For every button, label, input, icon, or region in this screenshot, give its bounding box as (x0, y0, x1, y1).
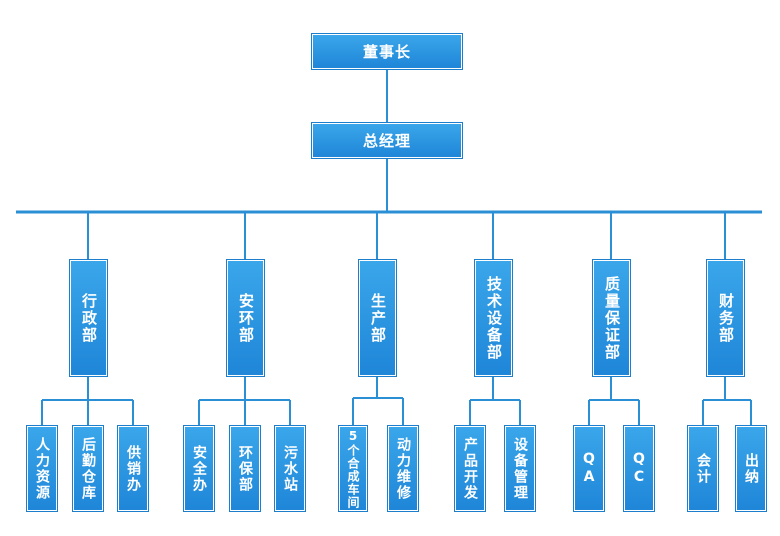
dept-box-quality: 质量保证部 (593, 260, 630, 376)
sub-label: 动力维修 (395, 436, 411, 501)
sub-label: 出纳 (743, 452, 759, 485)
sub-box: 安全办 (184, 426, 214, 511)
dept-box-finance: 财务部 (707, 260, 744, 376)
sub-label: QA (581, 450, 597, 487)
chairman-label: 董事长 (362, 43, 411, 61)
sub-box: 出纳 (736, 426, 766, 511)
sub-box: 产品开发 (455, 426, 485, 511)
sub-label: 会计 (695, 452, 711, 485)
sub-box: 动力维修 (388, 426, 418, 511)
general-manager-label: 总经理 (362, 132, 411, 150)
sub-box: 会计 (688, 426, 718, 511)
dept-label: 安环部 (237, 292, 255, 344)
dept-label: 财务部 (717, 292, 735, 344)
sub-box: QA (574, 426, 604, 511)
sub-label: 安全办 (191, 444, 207, 493)
chairman-box: 董事长 (312, 34, 462, 69)
sub-label: 产品开发 (462, 436, 478, 501)
dept-label: 生产部 (369, 292, 387, 344)
sub-label: 人力资源 (34, 436, 50, 501)
dept-box-safety-env: 安环部 (227, 260, 264, 376)
sub-box: 污水站 (275, 426, 305, 511)
general-manager-box: 总经理 (312, 123, 462, 158)
dept-box-tech-equipment: 技术设备部 (475, 260, 512, 376)
sub-label: 供销办 (125, 444, 141, 493)
sub-box: 供销办 (118, 426, 148, 511)
dept-box-production: 生产部 (359, 260, 396, 376)
sub-label: QC (631, 450, 647, 487)
dept-label: 行政部 (80, 292, 98, 344)
dept-label: 技术设备部 (485, 275, 503, 361)
sub-box: 人力资源 (27, 426, 57, 511)
dept-label: 质量保证部 (603, 275, 621, 361)
dept-box-admin: 行政部 (70, 260, 107, 376)
sub-box: 环保部 (230, 426, 260, 511)
sub-label: 设备管理 (512, 436, 528, 501)
sub-box: 后勤仓库 (73, 426, 103, 511)
sub-box: 5个合成车间 (339, 426, 367, 511)
sub-label: 5个合成车间 (346, 428, 360, 509)
sub-box: 设备管理 (505, 426, 535, 511)
sub-label: 环保部 (237, 444, 253, 493)
sub-label: 后勤仓库 (80, 436, 96, 501)
sub-label: 污水站 (282, 444, 298, 493)
sub-box: QC (624, 426, 654, 511)
